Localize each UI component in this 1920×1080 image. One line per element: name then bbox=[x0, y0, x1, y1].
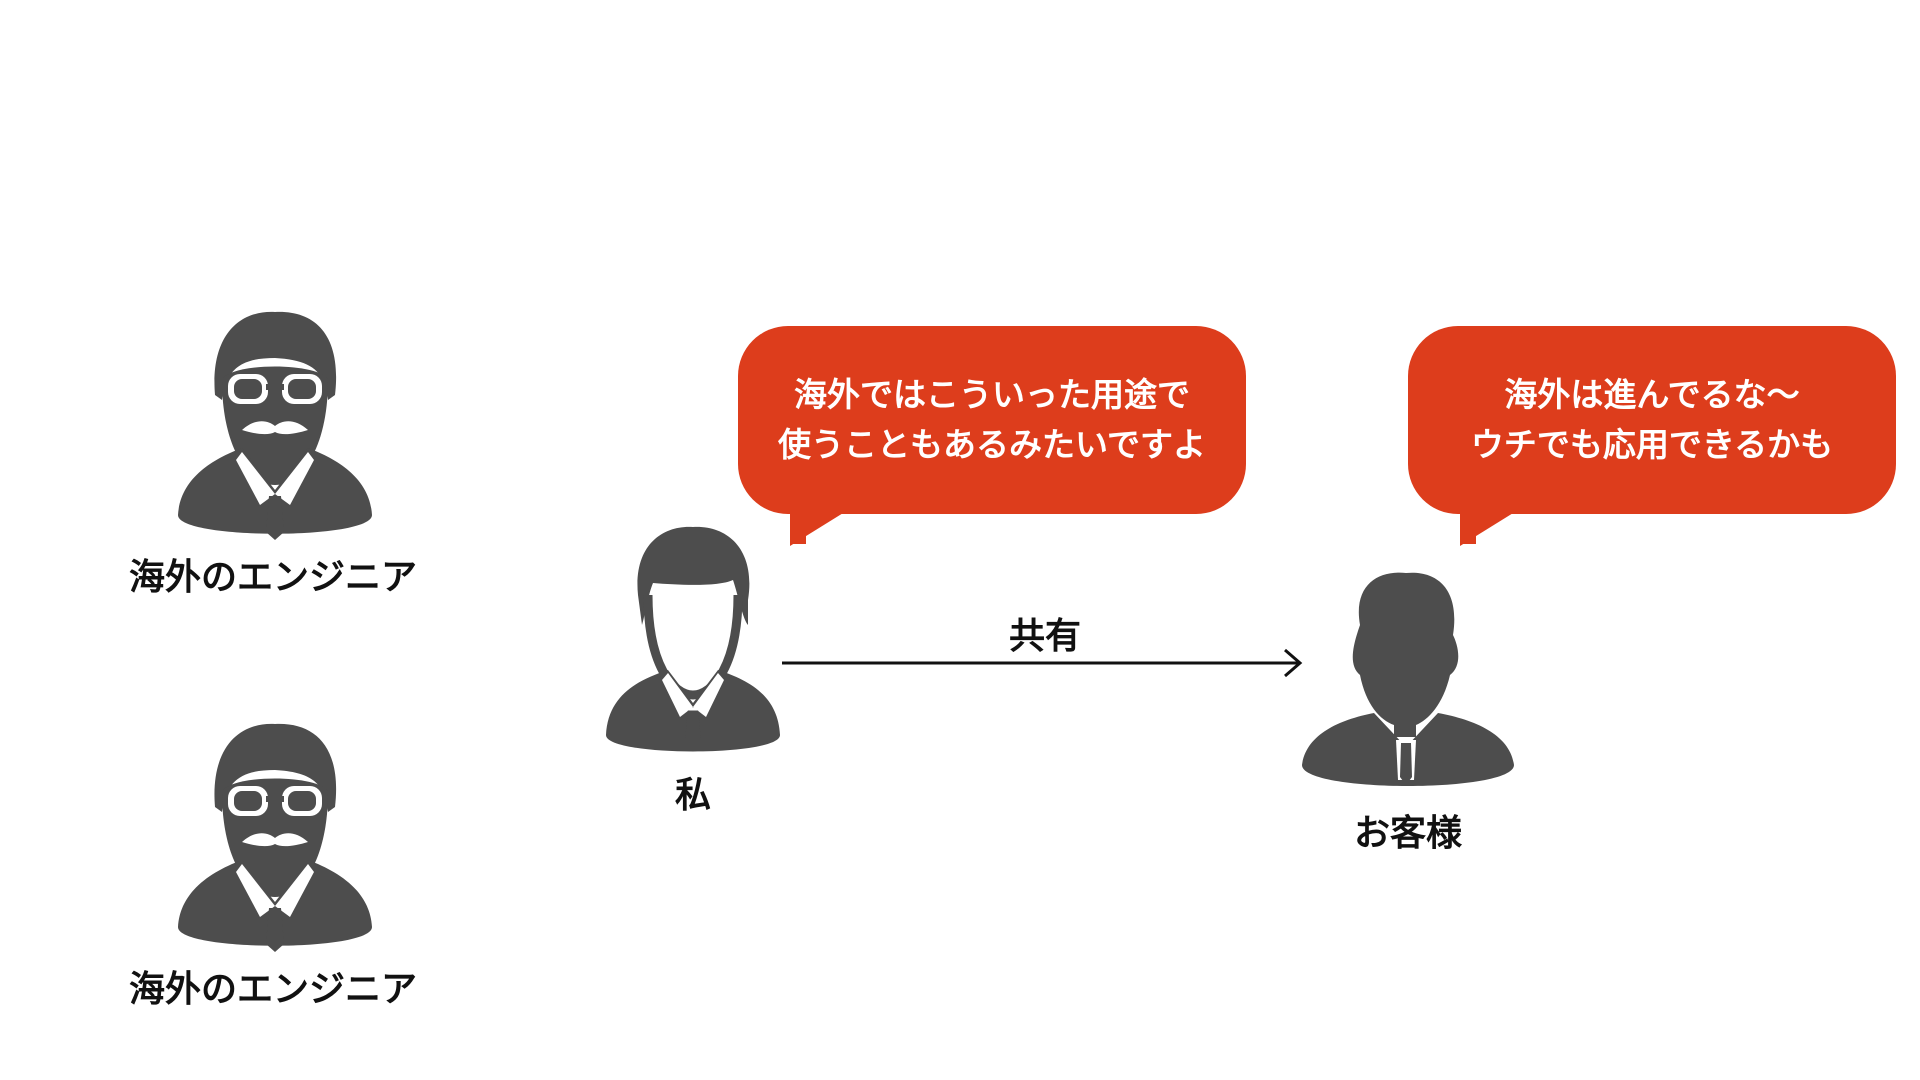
bubble-line: 海外ではこういった用途で bbox=[794, 375, 1190, 414]
bubble-line: 使うこともあるみたいですよ bbox=[777, 425, 1206, 464]
engineer-label: 海外のエンジニア bbox=[128, 969, 417, 1010]
share-arrow bbox=[782, 648, 1303, 678]
speech-bubble-me: 海外ではこういった用途で 使うこともあるみたいですよ bbox=[738, 326, 1246, 546]
me-label: 私 bbox=[674, 775, 711, 816]
engineer-icon bbox=[178, 311, 372, 540]
bubble-tail bbox=[1460, 510, 1518, 546]
person-icon bbox=[606, 526, 780, 752]
bubble-line: 海外は進んでるな〜 bbox=[1504, 375, 1800, 414]
engineer-icon bbox=[178, 723, 372, 952]
customer-icon bbox=[1302, 572, 1514, 786]
bubble-tail bbox=[790, 510, 848, 546]
speech-bubble-customer: 海外は進んでるな〜 ウチでも応用できるかも bbox=[1408, 326, 1896, 546]
bubble-line: ウチでも応用できるかも bbox=[1470, 425, 1834, 464]
arrow-label: 共有 bbox=[1008, 616, 1081, 657]
engineer-label: 海外のエンジニア bbox=[128, 557, 417, 598]
customer-label: お客様 bbox=[1353, 813, 1462, 854]
